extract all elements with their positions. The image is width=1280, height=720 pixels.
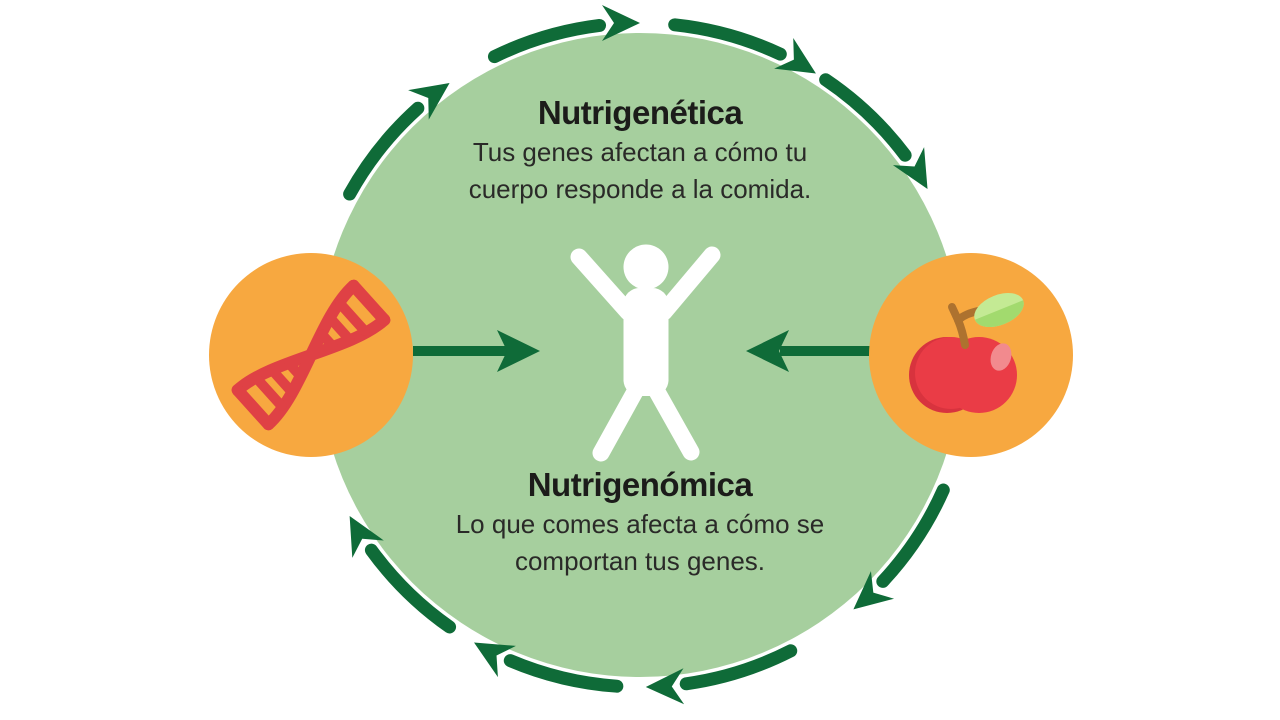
apple-icon <box>909 293 1024 413</box>
cycle-arc-segment <box>364 543 457 634</box>
cycle-arc-segment <box>876 483 950 588</box>
arrow-head-left-icon <box>746 330 789 372</box>
cycle-arrowhead-icon <box>408 83 450 120</box>
person-head <box>623 244 669 290</box>
cycle-arrowhead-icon <box>645 668 685 705</box>
cycle-arrowhead-icon <box>774 38 816 74</box>
cycle-arrowhead-icon <box>602 5 640 41</box>
person-arms-raised-icon <box>570 244 721 462</box>
food-node <box>869 253 1073 457</box>
cycle-arc-segment <box>343 101 425 201</box>
apple-leaf <box>974 293 1024 327</box>
apple-highlight <box>990 343 1012 371</box>
arrow-head-right-icon <box>497 330 540 372</box>
arrow-food-to-person <box>746 330 871 372</box>
cycle-arc-segment <box>819 73 912 162</box>
cycle-arc-segment <box>679 644 798 691</box>
cycle-arrowhead-icon <box>349 515 384 558</box>
arrow-dna-to-person <box>413 330 540 372</box>
dna-node <box>209 253 413 457</box>
cycle-arc-segment <box>487 18 607 64</box>
cycle-arrowhead-icon <box>474 642 516 678</box>
dna-icon <box>231 279 391 431</box>
apple-body <box>915 337 987 409</box>
person-limbs <box>570 246 721 462</box>
cycle-arrowhead-icon <box>853 571 895 610</box>
cycle-arrowhead-icon <box>892 147 928 189</box>
cycle-arc-segment <box>503 654 624 693</box>
cycle-arc-segment <box>668 18 787 61</box>
cycle-arrows <box>343 5 950 705</box>
